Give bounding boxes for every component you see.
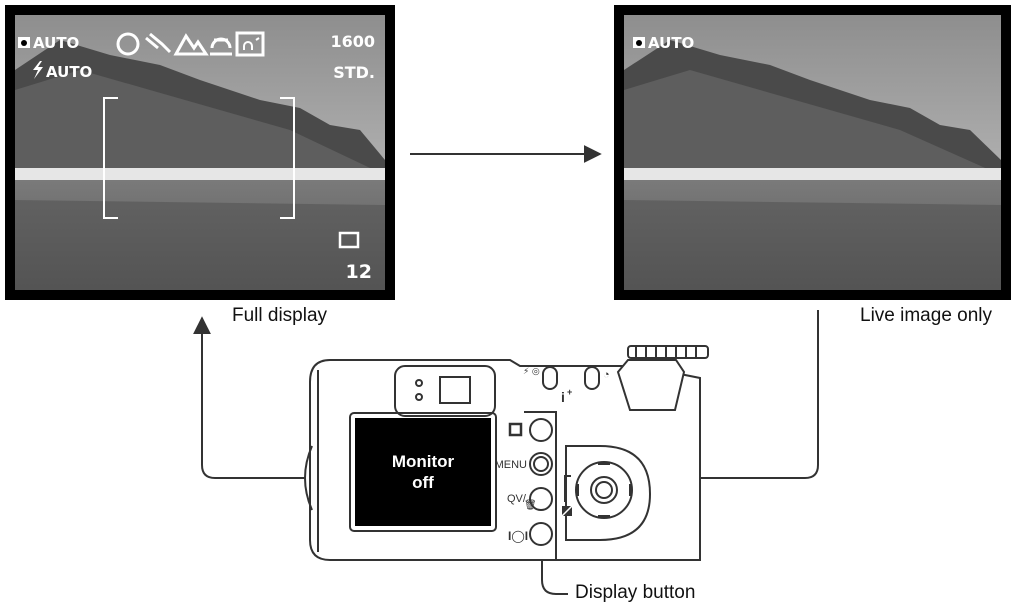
flash-redeye-icon: ⚡ ◎ — [523, 366, 540, 376]
display-button — [529, 522, 553, 546]
sports-icon — [145, 32, 172, 54]
display-button-leader — [541, 536, 568, 595]
svg-text:+: + — [567, 387, 572, 397]
night-portrait-icon — [235, 31, 265, 57]
arrow-camera-to-full — [193, 316, 305, 479]
image-size-icon — [338, 231, 360, 249]
flash-icon — [33, 61, 43, 79]
trash-icon: 🗑 — [524, 499, 537, 511]
focus-frame-right-bracket — [280, 97, 295, 219]
monitor-text-line2: off — [412, 473, 434, 492]
portrait-icon — [116, 32, 140, 56]
quality-value: STD. — [333, 63, 375, 82]
left-screen: AUTO AUTO 1600 STD. 12 — [5, 5, 395, 300]
mode-label: AUTO — [33, 34, 79, 52]
right-screen: AUTO — [614, 5, 1011, 300]
display-button-caption: Display button — [575, 582, 696, 603]
grip-outline — [304, 445, 313, 511]
info-label: i — [561, 389, 565, 405]
sunset-icon — [210, 37, 232, 56]
display-icon: I◯I — [508, 529, 528, 543]
flash-label: AUTO — [46, 63, 92, 81]
landscape-icon — [173, 33, 209, 56]
controller-center-button — [590, 476, 618, 504]
menu-label: MENU — [495, 459, 527, 471]
mode-label: AUTO — [648, 34, 694, 52]
zoom-lever — [616, 359, 686, 411]
focus-frame-left-bracket — [103, 97, 118, 219]
macro-icon — [508, 422, 523, 437]
macro-button — [529, 418, 553, 442]
subject-program-icons — [116, 31, 265, 57]
qv-label: QV/ — [507, 493, 527, 505]
monitor-text-line1: Monitor — [392, 452, 455, 471]
monitor-off-screen — [355, 418, 491, 526]
flash-mode-button — [542, 366, 558, 390]
drive-mode-icon: ◔ — [603, 369, 610, 381]
frames-remaining: 12 — [346, 261, 372, 283]
iso-value: 1600 — [330, 32, 375, 51]
drive-mode-button — [584, 366, 600, 390]
quick-view-delete-button — [529, 487, 553, 511]
mode-dial — [627, 345, 709, 359]
full-display-caption: Full display — [232, 305, 328, 326]
live-image-only-caption: Live image only — [860, 305, 993, 326]
arrow-live-to-camera — [668, 310, 819, 487]
